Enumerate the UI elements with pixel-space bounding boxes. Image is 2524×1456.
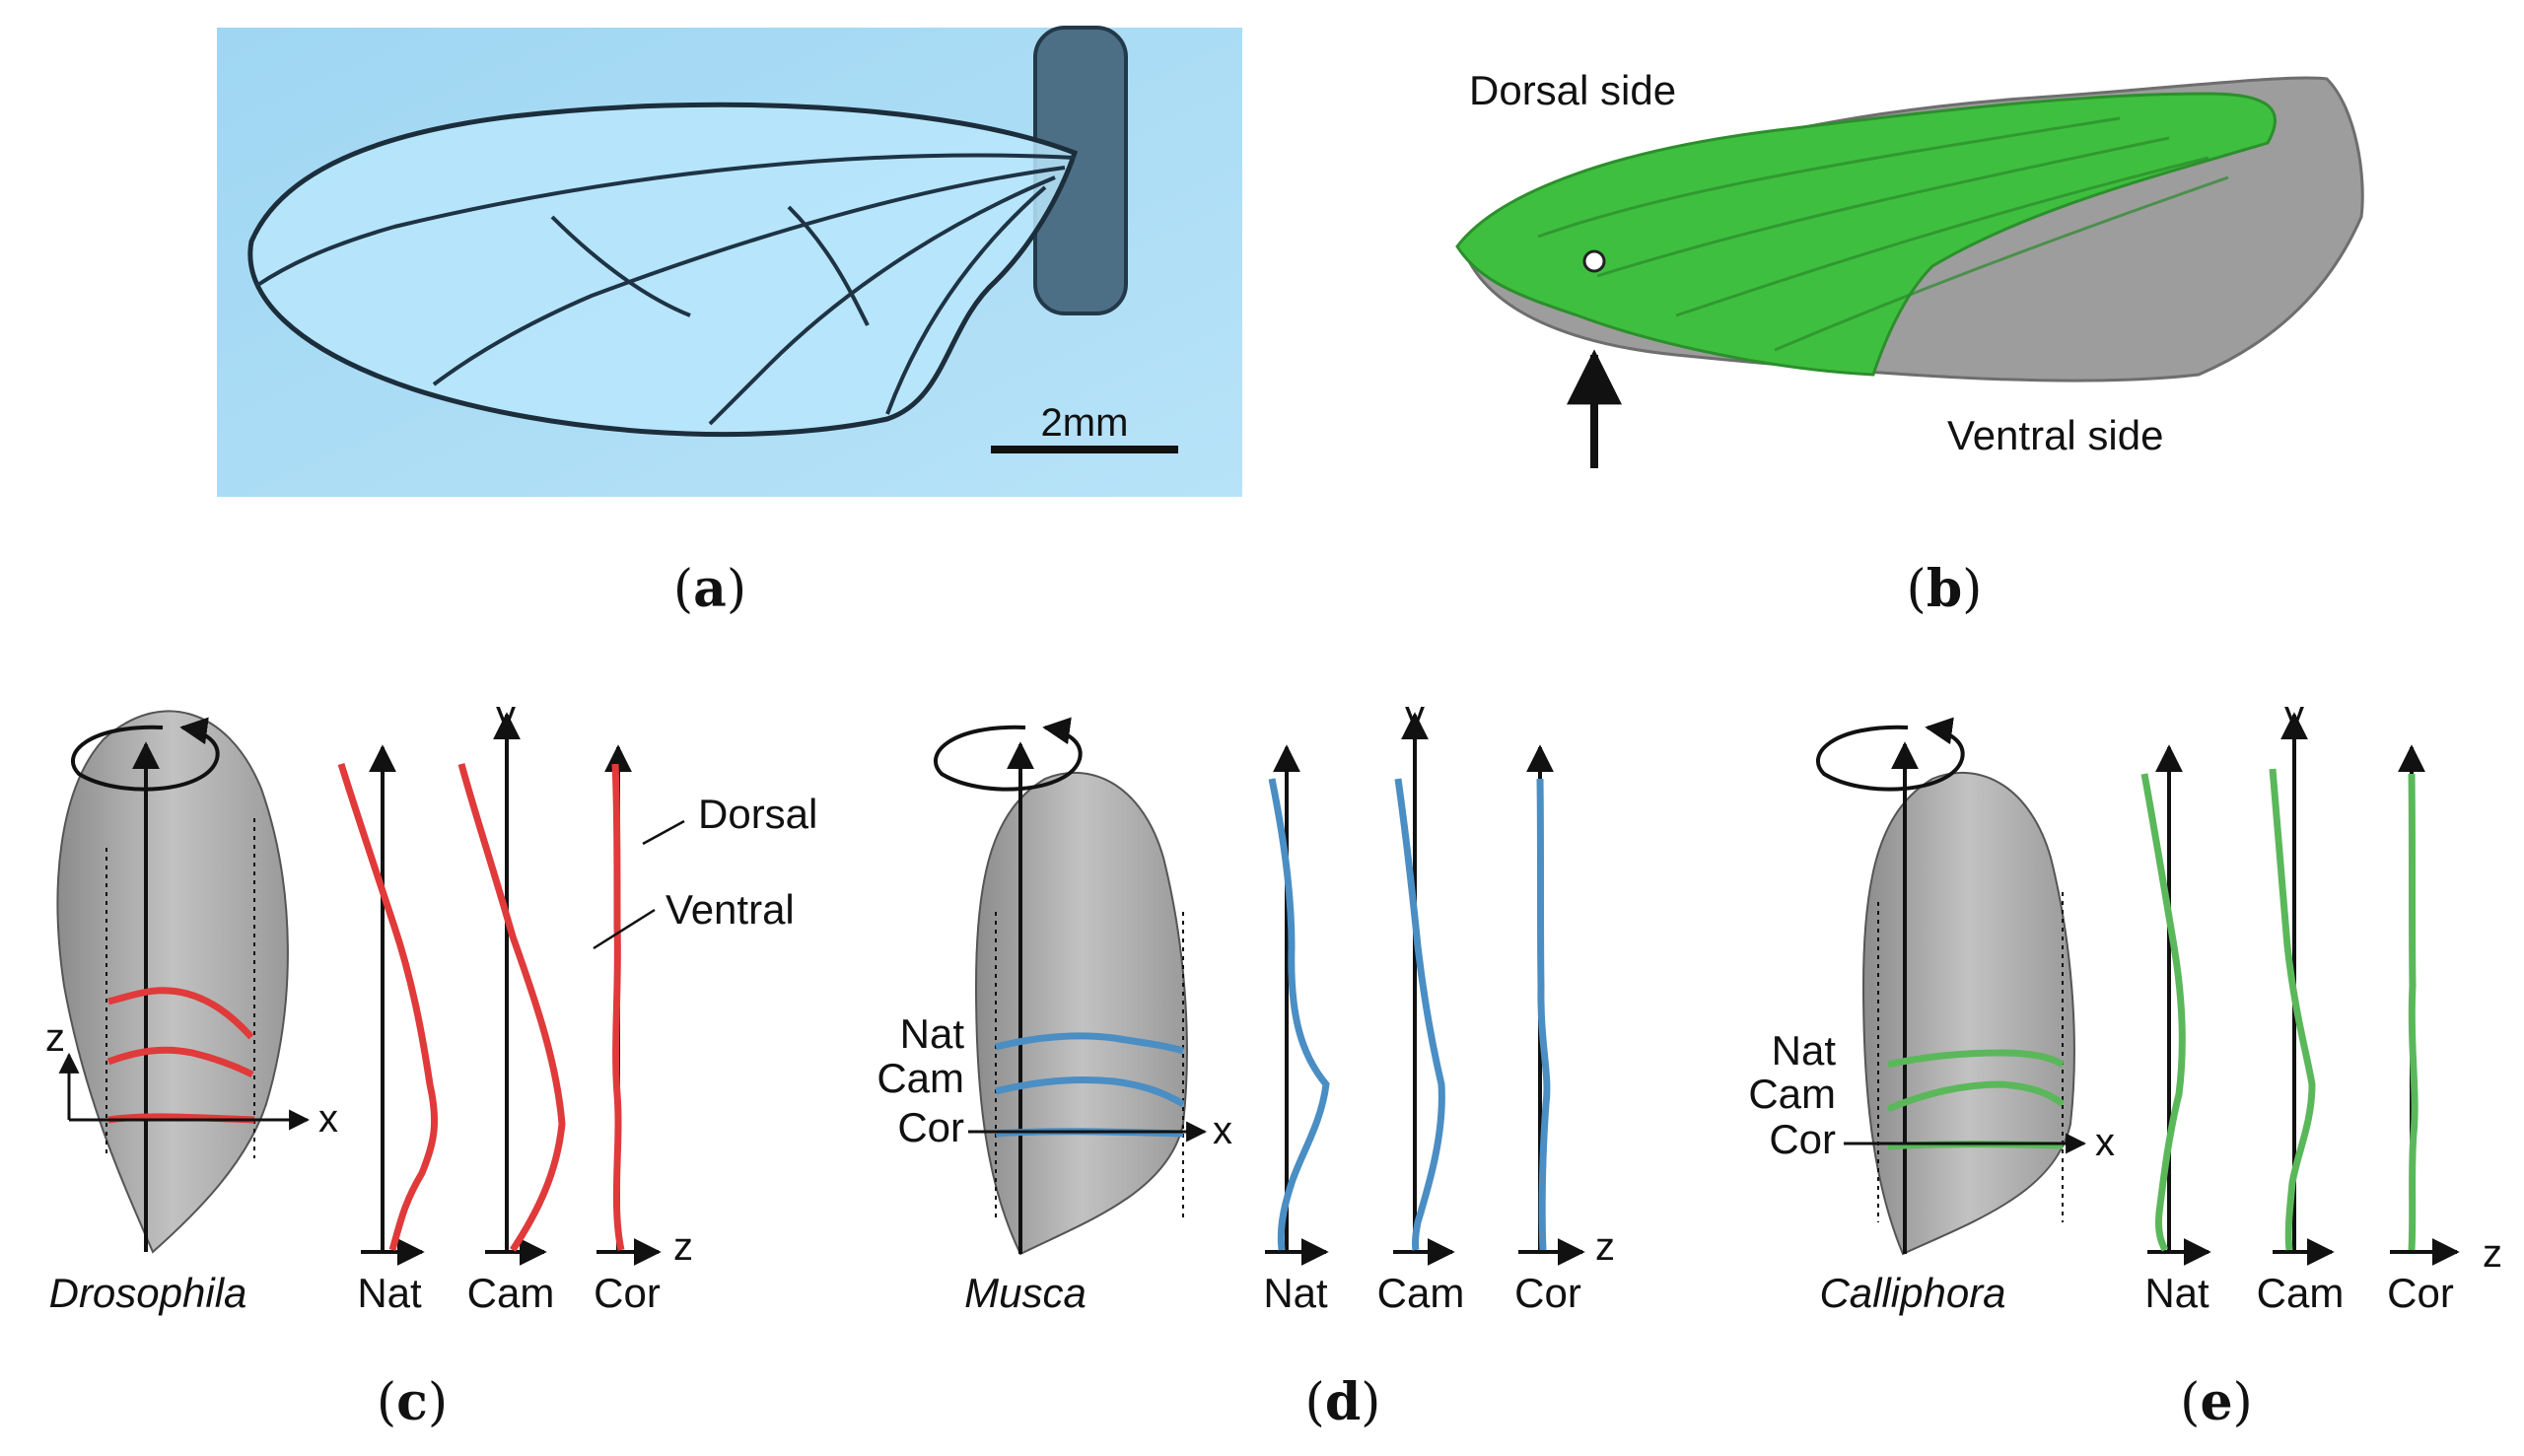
section-line-cam	[1886, 1080, 2066, 1113]
caption-c: (c)	[377, 1372, 448, 1432]
marker-dot	[1582, 249, 1606, 273]
panel-e: x Nat Cam Cor y z Calliphora Nat Cam Cor…	[1748, 693, 2502, 1432]
ventral-annotation: Ventral	[666, 886, 795, 933]
x-label-small: x	[2095, 1121, 2115, 1164]
profile-cam-d	[1394, 778, 1445, 1251]
cam-label-c: Cam	[467, 1270, 555, 1316]
section-line-nat	[995, 1032, 1185, 1055]
wing-scan-dorsal-surface	[1455, 92, 2277, 377]
caption-b: (b)	[1907, 559, 1983, 619]
cor-label-d: Cor	[1514, 1270, 1581, 1316]
cam-label-e: Cam	[2257, 1270, 2345, 1316]
profile-cam-c	[457, 763, 566, 1252]
profile-nat-c	[337, 762, 439, 1251]
ventral-leader	[593, 908, 656, 950]
species-label-d: Musca	[964, 1270, 1087, 1316]
cam-section-label-d: Cam	[876, 1055, 964, 1101]
y-label-c: y	[496, 693, 516, 736]
x-label-small: x	[318, 1097, 338, 1141]
rotation-arrow	[1816, 717, 1965, 792]
nat-section-label-d: Nat	[900, 1010, 965, 1057]
cor-label-e: Cor	[2387, 1270, 2454, 1316]
wing-outline-drosophila	[56, 710, 289, 1254]
cor-section-label-e: Cor	[1769, 1116, 1836, 1162]
z-label-e: z	[2483, 1232, 2502, 1276]
profile-nat-e	[2140, 773, 2186, 1252]
z-label-c: z	[673, 1225, 693, 1269]
y-label-e: y	[2284, 693, 2304, 736]
section-line-cam	[995, 1075, 1185, 1108]
scale-bar-label: 2mm	[1041, 401, 1129, 445]
dorsal-annotation: Dorsal	[698, 791, 817, 837]
ventral-side-label: Ventral side	[1947, 412, 2163, 458]
panel-d: x Nat Cam Cor y z Musca Nat Cam Cor (d)	[876, 693, 1615, 1432]
nat-section-label-e: Nat	[1772, 1027, 1837, 1074]
dorsal-side-label: Dorsal side	[1469, 67, 1676, 113]
species-label-c: Drosophila	[49, 1270, 247, 1316]
profile-cor-c	[611, 763, 625, 1251]
caption-d: (d)	[1305, 1372, 1381, 1432]
rotation-arrow	[934, 717, 1083, 792]
profile-cam-e	[2269, 768, 2316, 1251]
cor-section-label-d: Cor	[897, 1104, 964, 1150]
nat-label-c: Nat	[357, 1270, 422, 1316]
section-line-dorsal	[107, 987, 254, 1040]
y-label-d: y	[1405, 693, 1425, 736]
x-label-small: x	[1213, 1109, 1232, 1152]
wing-outline-musca	[974, 771, 1188, 1256]
section-line-mid	[106, 1046, 254, 1078]
scale-bar	[991, 446, 1178, 453]
caption-a: (a)	[673, 559, 746, 619]
caption-e: (e)	[2180, 1372, 2253, 1432]
cam-section-label-e: Cam	[1748, 1071, 1836, 1117]
dorsal-leader	[642, 819, 685, 846]
wing-scan-ridges	[1537, 116, 2229, 352]
cam-label-d: Cam	[1377, 1270, 1465, 1316]
z-label-small: z	[45, 1016, 65, 1060]
rotation-arrow	[71, 717, 220, 792]
profile-cor-e	[2408, 773, 2419, 1251]
species-label-e: Calliphora	[1819, 1270, 2005, 1316]
panel-c: z x y z Dorsal Ventral Drosophila Nat Ca…	[45, 693, 817, 1432]
panel-a: 2mm (a)	[217, 26, 1242, 619]
section-line-nat	[1887, 1049, 2065, 1069]
cor-label-c: Cor	[594, 1270, 661, 1316]
wing-outline-calliphora	[1861, 771, 2075, 1256]
profile-nat-d	[1268, 778, 1330, 1251]
wing-veins	[254, 153, 1076, 426]
panel-b: Dorsal side Ventral side (b)	[1455, 67, 2364, 619]
profile-cor-d	[1536, 778, 1551, 1251]
nat-label-e: Nat	[2144, 1270, 2209, 1316]
nat-label-d: Nat	[1263, 1270, 1328, 1316]
z-label-d: z	[1595, 1225, 1615, 1269]
